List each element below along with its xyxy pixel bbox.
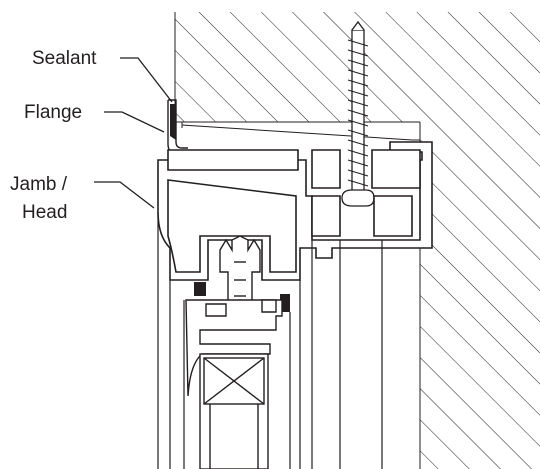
leader-lines: [94, 57, 173, 209]
shim: [181, 122, 420, 141]
glass-unit: [199, 353, 269, 469]
label-flange: Flange: [24, 102, 82, 123]
sash-interlock: [219, 235, 261, 307]
weatherstrip: [194, 282, 290, 312]
screw: [341, 20, 375, 207]
label-jamb-head-line2: Head: [22, 202, 67, 223]
jamb-head-frame: [157, 141, 433, 281]
label-jamb-head-line1: Jamb /: [10, 174, 68, 195]
interior-lines: [157, 212, 383, 469]
sealant-bead: [170, 104, 176, 140]
label-sealant: Sealant: [32, 48, 97, 69]
